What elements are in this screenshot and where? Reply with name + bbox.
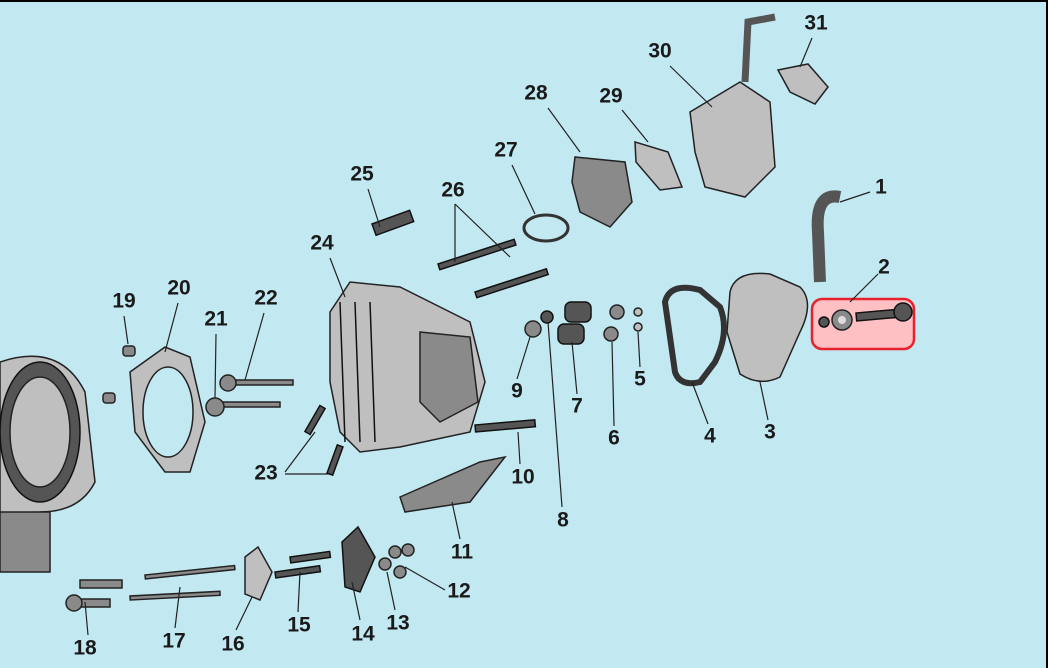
cylinder-block	[0, 355, 96, 573]
part-label-12[interactable]: 12	[447, 580, 470, 603]
part-2-bolt-washers	[818, 302, 913, 331]
part-label-31[interactable]: 31	[804, 12, 828, 35]
part-label-6[interactable]: 6	[608, 427, 620, 450]
part-27-gasket	[522, 213, 570, 243]
part-21-22-valves	[205, 374, 294, 417]
part-label-15[interactable]: 15	[287, 614, 311, 637]
part-label-19[interactable]: 19	[112, 290, 135, 313]
part-label-26[interactable]: 26	[441, 179, 464, 202]
part-label-30[interactable]: 30	[648, 40, 671, 63]
part-31-gasket	[776, 63, 829, 105]
part-label-25[interactable]: 25	[350, 163, 374, 186]
part-6	[609, 304, 625, 320]
part-8	[540, 310, 554, 324]
part-label-14[interactable]: 14	[351, 623, 375, 646]
part-16-guide-plate	[244, 545, 273, 601]
part-5	[633, 307, 643, 317]
part-label-11[interactable]: 11	[451, 541, 474, 564]
part-15-stud	[289, 550, 332, 564]
part-30-carburetor	[689, 81, 776, 198]
part-4-gasket	[661, 284, 727, 387]
part-label-18[interactable]: 18	[73, 637, 97, 660]
part-28-insulator	[571, 156, 633, 228]
part-18-tappets	[65, 579, 123, 612]
part-label-27[interactable]: 27	[494, 139, 517, 162]
part-29-gasket	[634, 140, 684, 191]
part-11-cover	[399, 455, 507, 513]
part-26-stud	[474, 267, 550, 299]
part-label-7[interactable]: 7	[571, 395, 583, 418]
part-23-stud	[303, 404, 327, 436]
part-label-20[interactable]: 20	[167, 277, 190, 300]
part-label-24[interactable]: 24	[310, 232, 334, 255]
part-14-rocker-arm	[341, 525, 376, 593]
part-3-air-cleaner-cover	[726, 272, 809, 383]
part-10-bolt	[474, 418, 537, 433]
part-label-13[interactable]: 13	[386, 612, 409, 635]
part-label-23[interactable]: 23	[254, 462, 277, 485]
part-17-pushrod	[144, 564, 236, 580]
part-1-hose	[811, 190, 842, 283]
part-label-8[interactable]: 8	[557, 509, 569, 532]
part-12-13-nuts	[378, 543, 415, 579]
part-label-5[interactable]: 5	[634, 368, 646, 391]
part-25-spark-plug	[371, 209, 415, 237]
part-9	[524, 320, 542, 338]
part-7-springs	[557, 301, 592, 345]
part-label-10[interactable]: 10	[511, 466, 534, 489]
part-label-28[interactable]: 28	[524, 82, 548, 105]
part-label-1[interactable]: 1	[875, 176, 887, 199]
part-label-16[interactable]: 16	[221, 633, 244, 656]
part-label-9[interactable]: 9	[511, 380, 523, 403]
leader-lines	[84, 37, 879, 636]
part-label-2[interactable]: 2	[878, 256, 890, 279]
part-26-stud	[437, 238, 517, 271]
part-label-4[interactable]: 4	[704, 425, 716, 448]
part-label-3[interactable]: 3	[764, 421, 776, 444]
part-label-22[interactable]: 22	[254, 287, 277, 310]
part-label-21[interactable]: 21	[204, 308, 228, 331]
part-19-pin	[122, 345, 136, 357]
part-label-17[interactable]: 17	[162, 630, 185, 653]
part-label-29[interactable]: 29	[599, 85, 622, 108]
